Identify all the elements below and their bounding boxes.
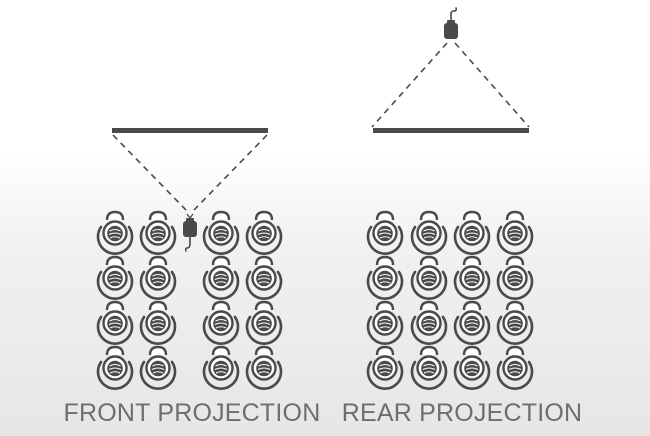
rear-projection-label: REAR PROJECTION [341, 399, 583, 427]
audience-person-icon [453, 300, 491, 345]
audience-person-icon [245, 255, 283, 300]
audience-person-icon [496, 255, 534, 300]
audience-person-icon [496, 345, 534, 390]
audience-person-icon [245, 300, 283, 345]
rear-projection-diagram [366, 7, 534, 390]
audience-person-icon [453, 255, 491, 300]
audience-person-icon [245, 210, 283, 255]
audience-person-icon [139, 345, 177, 390]
front-screen [112, 128, 268, 133]
audience-person-icon [202, 210, 240, 255]
rear-beam-left [371, 42, 448, 128]
audience-person-icon [202, 345, 240, 390]
audience-person-icon [453, 345, 491, 390]
projector-icon [444, 7, 458, 39]
front-projection-diagram [96, 128, 283, 390]
audience-person-icon [366, 300, 404, 345]
audience-person-icon [202, 255, 240, 300]
audience-person-icon [410, 210, 448, 255]
audience-person-icon [96, 255, 134, 300]
audience-person-icon [96, 345, 134, 390]
front-beam-right [193, 134, 268, 211]
projector-icon [183, 213, 197, 252]
rear-screen [373, 128, 529, 133]
audience-person-icon [366, 345, 404, 390]
rear-beam-right [454, 42, 530, 128]
audience-person-icon [410, 345, 448, 390]
audience-person-icon [139, 210, 177, 255]
rear-audience [366, 210, 534, 390]
audience-person-icon [496, 300, 534, 345]
audience-person-icon [139, 255, 177, 300]
audience-person-icon [496, 210, 534, 255]
audience-person-icon [96, 210, 134, 255]
audience-person-icon [366, 210, 404, 255]
front-projection-label: FRONT PROJECTION [63, 399, 321, 427]
audience-person-icon [453, 210, 491, 255]
audience-person-icon [245, 345, 283, 390]
audience-person-icon [410, 300, 448, 345]
audience-person-icon [139, 300, 177, 345]
audience-person-icon [410, 255, 448, 300]
front-beam-left [112, 134, 187, 211]
audience-person-icon [366, 255, 404, 300]
audience-person-icon [96, 300, 134, 345]
audience-person-icon [202, 300, 240, 345]
